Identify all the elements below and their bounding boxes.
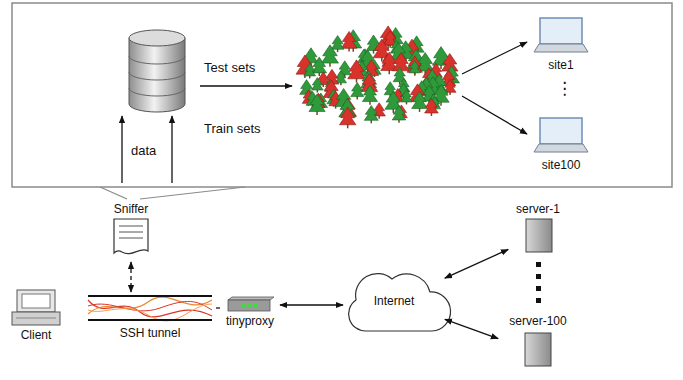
site-laptop: site100 [530,118,592,172]
tree [311,78,323,93]
connector [445,319,498,338]
ellipsis: ⋮ [556,80,573,98]
ssh-tunnel: SSH tunnel [86,294,214,340]
tree [409,61,420,76]
client-computer: Client [8,288,64,342]
proxy-device: tinyproxy [222,294,278,328]
set-label: Test sets [204,58,255,76]
tree [401,90,412,105]
sniffer: Sniffer [106,202,156,260]
tree [348,60,366,83]
laptop-icon [534,18,588,52]
arrow-label: data [131,141,156,159]
connector [445,249,508,278]
tree [362,85,377,104]
set-label: Test sets [204,60,255,75]
arrow-label: data [131,143,156,158]
continuation-dots [536,262,541,303]
ellipsis: ⋮ [556,79,573,98]
tunnel-icon [88,296,212,321]
classify-arrow [462,96,527,134]
node-label: Internet [374,294,415,308]
node-label: Client [21,328,52,342]
tree [364,105,378,123]
database-icon [129,30,185,112]
node-label: server-100 [509,314,566,328]
set-label: Train sets [204,119,261,137]
zoom-panel [12,3,672,187]
tree [392,105,406,122]
site-laptop: site1 [530,18,592,72]
callout-line [100,187,127,199]
tree [412,91,428,111]
cloud-icon [349,274,451,331]
set-label: Train sets [204,121,261,136]
server: server-100 [500,314,576,368]
client-icon [12,290,60,325]
connector [216,307,220,308]
random-forest [296,26,460,128]
proxy-icon [228,297,274,311]
connector [280,304,343,305]
node-label: site1 [548,58,573,72]
tree [309,94,325,115]
tree [321,45,338,67]
tree [425,98,439,116]
node-label: server-1 [516,202,560,216]
server-icon [526,219,552,252]
tree [351,82,364,99]
server: server-1 [510,202,566,254]
node-label: site100 [542,158,581,172]
tree [407,56,422,76]
node-label: Sniffer [114,202,148,216]
classify-arrow [462,42,527,74]
tree [304,63,316,78]
node-label: SSH tunnel [120,326,181,340]
sniffer-icon [114,219,148,254]
data-arrow [121,116,122,183]
server-icon [525,333,551,366]
node-label: tinyproxy [226,314,274,328]
connector [130,262,131,292]
tree [339,107,356,128]
laptop-icon [534,118,588,152]
sets-arrow [200,85,292,86]
internet-cloud: Internet [345,268,443,334]
data-arrow [171,116,172,183]
callout-line [140,187,245,199]
